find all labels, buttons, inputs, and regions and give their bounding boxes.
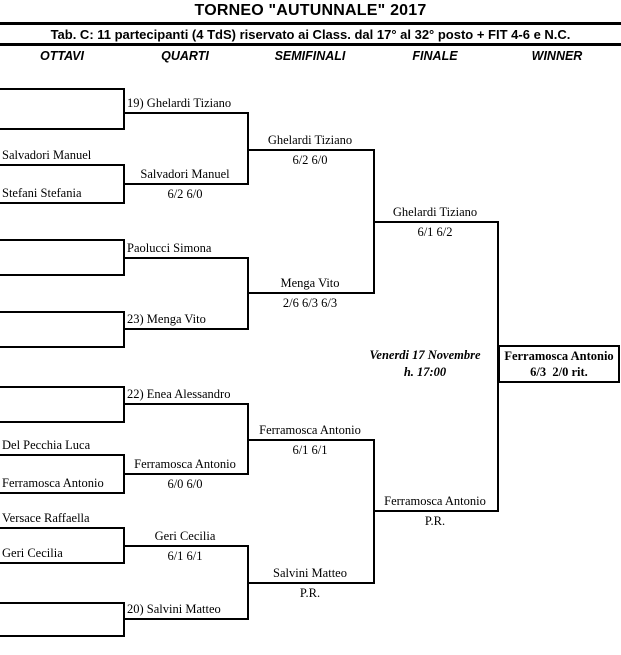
winner-score: 6/3 2/0 rit. (530, 365, 588, 379)
column-header-ottavi: OTTAVI (40, 49, 84, 63)
column-header-semifinali: SEMIFINALI (274, 49, 346, 63)
match-score: 6/1 6/2 (417, 225, 453, 239)
bracket-line (0, 421, 123, 423)
bracket-line (0, 492, 123, 494)
bracket-connector (123, 88, 125, 130)
bracket-line (247, 149, 373, 151)
quarti-winner-name: 20) Salvini Matteo (127, 602, 221, 616)
bracket-line (247, 292, 373, 294)
bracket-line (373, 221, 497, 223)
final-winner-name: Ferramosca Antonio (384, 494, 486, 508)
final-schedule: Venerdi 17 Novembre h. 17:00 (356, 347, 494, 381)
column-header-finale: FINALE (412, 49, 458, 63)
bracket-line (0, 454, 123, 456)
bracket-line (0, 164, 123, 166)
quarti-winner-name: Salvadori Manuel (140, 167, 230, 181)
bracket-line (0, 88, 123, 90)
match-score: P.R. (299, 586, 321, 600)
bracket-line (0, 274, 123, 276)
match-score: P.R. (424, 514, 446, 528)
match-score: 6/1 6/1 (167, 549, 203, 563)
column-header-quarti: QUARTI (161, 49, 209, 63)
semifinal-winner-name: Ferramosca Antonio (259, 423, 361, 437)
winner-box: Ferramosca Antonio 6/3 2/0 rit. (498, 345, 620, 383)
quarti-winner-name: 23) Menga Vito (127, 312, 206, 326)
bracket-line (0, 311, 123, 313)
winner-name: Ferramosca Antonio (504, 349, 614, 363)
bracket-line (123, 403, 247, 405)
match-score: 6/2 6/0 (292, 153, 328, 167)
bracket-line (123, 257, 247, 259)
quarti-winner-name: 19) Ghelardi Tiziano (127, 96, 232, 110)
player-name: Ferramosca Antonio (2, 476, 104, 490)
bracket-connector (247, 112, 249, 185)
player-name: Salvadori Manuel (2, 148, 92, 162)
header-rule-top (0, 22, 621, 25)
column-header-winner: WINNER (531, 49, 583, 63)
bracket-line (373, 510, 497, 512)
semifinal-winner-name: Menga Vito (280, 276, 340, 290)
header-rule-bottom (0, 43, 621, 46)
match-score: 6/2 6/0 (167, 187, 203, 201)
match-score: 2/6 6/3 6/3 (282, 296, 338, 310)
final-winner-name: Ghelardi Tiziano (392, 205, 478, 219)
player-name: Del Pecchia Luca (2, 438, 91, 452)
quarti-winner-name: Paolucci Simona (127, 241, 212, 255)
bracket-line (123, 328, 247, 330)
bracket-line (123, 545, 247, 547)
match-score: 6/1 6/1 (292, 443, 328, 457)
player-name: Geri Cecilia (2, 546, 63, 560)
bracket-line (0, 602, 123, 604)
bracket-line (0, 346, 123, 348)
final-schedule-time: h. 17:00 (403, 365, 447, 379)
quarti-winner-name: Ferramosca Antonio (134, 457, 236, 471)
bracket-line (123, 183, 247, 185)
semifinal-winner-name: Salvini Matteo (273, 566, 347, 580)
bracket-line (0, 527, 123, 529)
player-name: Versace Raffaella (2, 511, 90, 525)
bracket-line (123, 112, 247, 114)
bracket-line (123, 473, 247, 475)
tournament-title: TORNEO "AUTUNNALE" 2017 (194, 2, 427, 19)
final-schedule-date: Venerdi 17 Novembre (369, 348, 481, 362)
bracket-line (0, 202, 123, 204)
quarti-winner-name: Geri Cecilia (154, 529, 216, 543)
bracket-line (0, 635, 123, 637)
player-name: Stefani Stefania (2, 186, 82, 200)
bracket-line (0, 562, 123, 564)
semifinal-winner-name: Ghelardi Tiziano (267, 133, 353, 147)
bracket-line (0, 386, 123, 388)
bracket-line (123, 618, 247, 620)
match-score: 6/0 6/0 (167, 477, 203, 491)
bracket-line (247, 439, 373, 441)
bracket-line (0, 239, 123, 241)
bracket-line (247, 582, 373, 584)
bracket-line (0, 128, 123, 130)
tab-description: Tab. C: 11 partecipanti (4 TdS) riservat… (50, 27, 571, 42)
quarti-winner-name: 22) Enea Alessandro (127, 387, 231, 401)
